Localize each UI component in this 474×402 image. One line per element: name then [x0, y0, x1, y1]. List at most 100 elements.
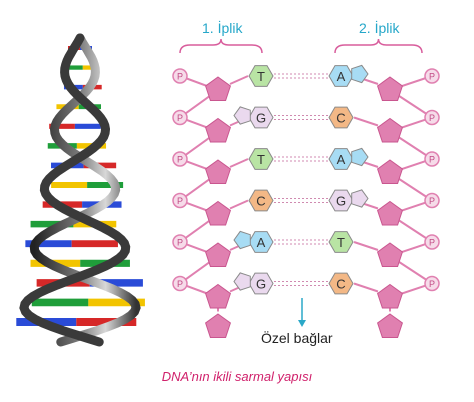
phosphate-group: P: [424, 234, 440, 250]
base-pentagon: [351, 189, 369, 208]
phosphate-circle: [172, 234, 188, 250]
base-right: C: [328, 272, 354, 295]
helix-strand-2: [19, 33, 131, 347]
sugar-pentagon: [205, 200, 231, 226]
strand-2-bracket: [334, 38, 423, 54]
phosphate-circle: [172, 109, 188, 126]
phosphate-label: P: [177, 279, 183, 289]
phosphate-group: P: [424, 109, 440, 126]
sugar-pentagon: [205, 283, 231, 309]
base-letter: A: [337, 69, 346, 84]
phosphate-label: P: [177, 196, 183, 206]
base-hexagon: [248, 189, 274, 212]
phosphate-group: P: [424, 192, 440, 209]
phosphate-circle: [424, 192, 440, 209]
helix-strand-1: [29, 33, 141, 347]
base-letter: G: [256, 111, 266, 126]
base-pentagon: [351, 64, 369, 84]
base-letter: T: [257, 69, 265, 84]
phosphate-group: P: [424, 68, 440, 84]
phosphate-group: P: [424, 151, 440, 167]
sugar-pentagon: [205, 76, 231, 101]
base-left: G: [233, 272, 274, 295]
sugar-pentagon: [205, 313, 231, 338]
phosphate-label: P: [429, 155, 435, 165]
strand-brackets: [179, 38, 423, 54]
phosphate-circle: [424, 151, 440, 167]
dna-double-helix: [16, 33, 145, 347]
base-letter: T: [337, 235, 345, 250]
phosphate-label: P: [429, 238, 435, 248]
sugar-pentagon: [377, 313, 403, 338]
sugar-base-link: [229, 199, 249, 210]
base-hexagon: [328, 272, 354, 295]
phosphate-label: P: [177, 113, 183, 123]
sugar-pentagon: [377, 76, 403, 101]
base-pentagon: [233, 230, 251, 250]
arrow-head: [298, 320, 306, 327]
phosphate-label: P: [429, 279, 435, 289]
base-hexagon: [328, 231, 354, 253]
base-right: A: [328, 64, 369, 87]
base-hexagon: [248, 148, 274, 170]
base-hexagon: [328, 148, 354, 170]
sugar-base-link: [229, 158, 249, 168]
base-right: G: [328, 189, 369, 212]
phosphate-circle: [172, 192, 188, 209]
strand-2-backbone: [387, 75, 435, 312]
base-right: C: [328, 106, 354, 129]
strand-2-label: 2. İplik: [359, 20, 400, 36]
phosphate-circle: [424, 234, 440, 250]
phosphate-label: P: [429, 113, 435, 123]
base-pentagon: [233, 106, 251, 125]
base-letter: A: [257, 235, 266, 250]
special-bonds-arrow: [298, 298, 306, 327]
base-letter: T: [257, 152, 265, 167]
phosphate-group: P: [172, 234, 188, 250]
strand-1-label: 1. İplik: [202, 20, 243, 36]
sugar-pentagon: [205, 242, 231, 267]
base-left: G: [233, 106, 274, 129]
phosphate-circle: [424, 275, 440, 292]
base-hexagon: [248, 65, 274, 87]
sugar-pentagon: [377, 283, 403, 309]
phosphate-group: P: [172, 109, 188, 126]
phosphate-circle: [424, 109, 440, 126]
base-left: T: [248, 65, 274, 87]
base-letter: G: [256, 277, 266, 292]
phosphate-label: P: [177, 155, 183, 165]
base-hexagon: [328, 106, 354, 129]
base-pentagon: [351, 147, 369, 167]
phosphate-label: P: [429, 72, 435, 82]
base-letter: C: [256, 194, 265, 209]
sugar-pentagon: [377, 117, 403, 143]
base-left: A: [233, 230, 274, 253]
sugar-pentagon: [205, 117, 231, 143]
sugar-pentagon: [205, 159, 231, 184]
sugar-base-link: [353, 282, 379, 293]
phosphate-circle: [172, 151, 188, 167]
phosphate-label: P: [177, 72, 183, 82]
special-bonds-label: Özel bağlar: [261, 330, 333, 346]
sugar-base-link: [353, 116, 379, 127]
phosphate-circle: [172, 275, 188, 292]
base-pentagon: [233, 272, 251, 291]
phosphate-group: P: [172, 68, 188, 84]
base-hexagon: [328, 189, 354, 212]
base-left: C: [248, 189, 274, 212]
sugar-pentagon: [377, 200, 403, 226]
strand-1-bracket: [179, 38, 263, 54]
figure-caption: DNA’nın ikili sarmal yapısı: [161, 369, 313, 384]
phosphate-group: P: [172, 192, 188, 209]
phosphate-group: P: [172, 275, 188, 292]
sugar-pentagon: [377, 159, 403, 184]
base-letter: G: [336, 194, 346, 209]
